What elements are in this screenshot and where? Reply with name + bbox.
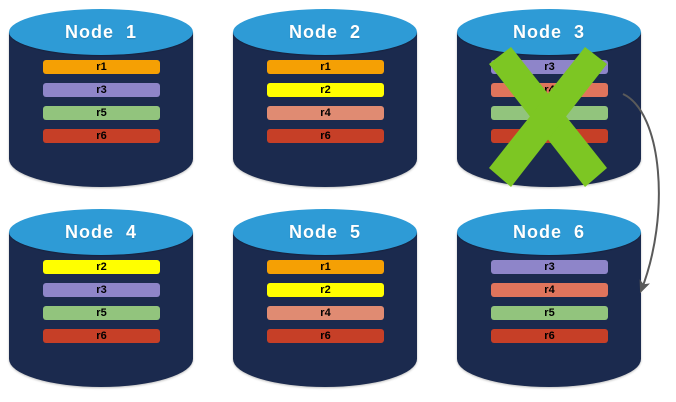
record-bar[interactable]: r3 — [491, 60, 608, 74]
record-bar[interactable]: r5 — [491, 306, 608, 320]
record-bar[interactable]: r3 — [43, 283, 160, 297]
node-4-label: Node 4 — [64, 221, 137, 242]
record-bar[interactable]: r6 — [43, 129, 160, 143]
record-bar[interactable]: r6 — [491, 329, 608, 343]
node-1-records: r1 r3 r5 r6 — [43, 60, 160, 152]
record-bar[interactable]: r1 — [267, 260, 384, 274]
record-bar[interactable]: r6 — [43, 329, 160, 343]
node-2-records: r1 r2 r4 r6 — [267, 60, 384, 152]
record-bar[interactable]: r5 — [43, 306, 160, 320]
node-3-records: r3 r4 r5 r6 — [491, 60, 608, 152]
record-bar[interactable]: r4 — [267, 106, 384, 120]
record-bar[interactable]: r6 — [491, 129, 608, 143]
record-bar[interactable]: r5 — [43, 106, 160, 120]
record-bar[interactable]: r4 — [491, 83, 608, 97]
record-bar[interactable]: r4 — [267, 306, 384, 320]
record-bar[interactable]: r5 — [491, 106, 608, 120]
node-6-records: r3 r4 r5 r6 — [491, 260, 608, 352]
record-bar[interactable]: r3 — [491, 260, 608, 274]
record-bar[interactable]: r1 — [267, 60, 384, 74]
node-5-records: r1 r2 r4 r6 — [267, 260, 384, 352]
node-1[interactable]: Node 1 r1 r3 r5 r6 — [9, 9, 193, 187]
record-bar[interactable]: r1 — [43, 60, 160, 74]
node-4[interactable]: Node 4 r2 r3 r5 r6 — [9, 209, 193, 387]
node-5-label: Node 5 — [288, 221, 361, 242]
node-5[interactable]: Node 5 r1 r2 r4 r6 — [233, 209, 417, 387]
node-4-records: r2 r3 r5 r6 — [43, 260, 160, 352]
node-2[interactable]: Node 2 r1 r2 r4 r6 — [233, 9, 417, 187]
node-1-label: Node 1 — [64, 21, 137, 42]
record-bar[interactable]: r2 — [267, 83, 384, 97]
record-bar[interactable]: r3 — [43, 83, 160, 97]
node-6-cylinder-top — [457, 209, 641, 255]
record-bar[interactable]: r6 — [267, 129, 384, 143]
record-bar[interactable]: r6 — [267, 329, 384, 343]
node-1-cylinder-top — [9, 9, 193, 55]
node-3[interactable]: Node 3 r3 r4 r5 r6 — [457, 9, 641, 187]
record-bar[interactable]: r4 — [491, 283, 608, 297]
node-6-label: Node 6 — [512, 221, 585, 242]
record-bar[interactable]: r2 — [267, 283, 384, 297]
node-6[interactable]: Node 6 r3 r4 r5 r6 — [457, 209, 641, 387]
node-5-cylinder-top — [233, 209, 417, 255]
node-2-label: Node 2 — [288, 21, 361, 42]
node-4-cylinder-top — [9, 209, 193, 255]
record-bar[interactable]: r2 — [43, 260, 160, 274]
node-2-cylinder-top — [233, 9, 417, 55]
node-3-label: Node 3 — [512, 21, 585, 42]
